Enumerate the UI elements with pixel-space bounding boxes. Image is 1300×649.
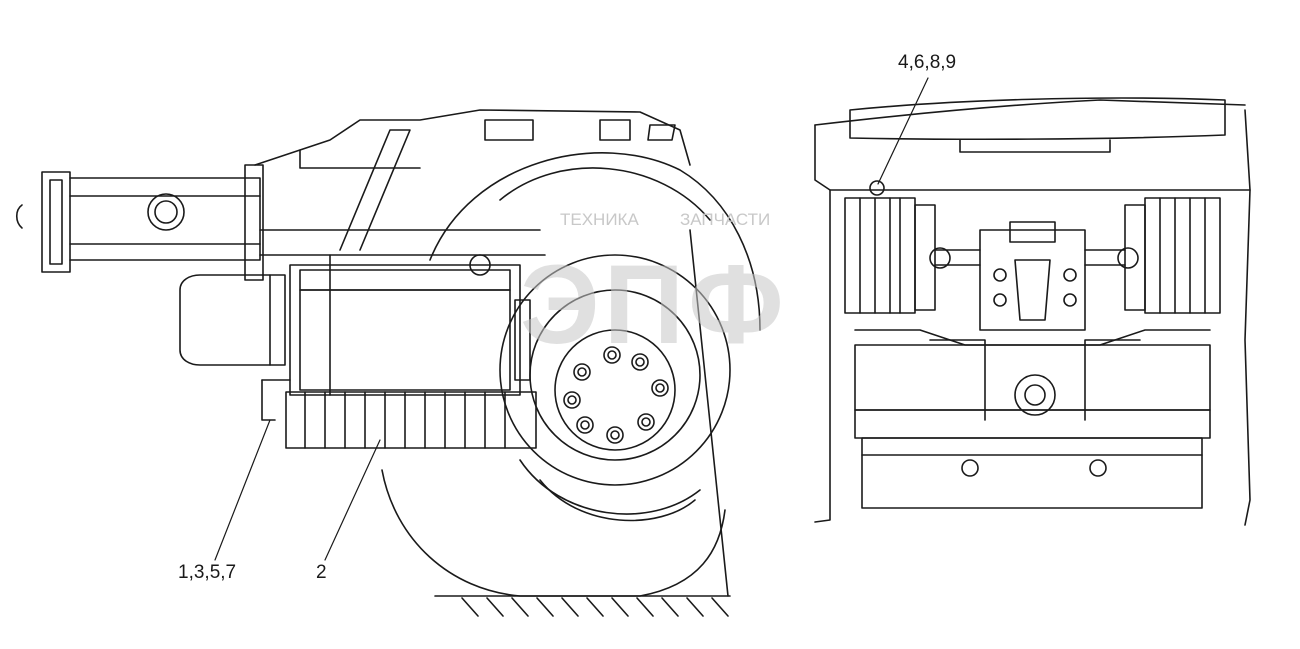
lower-frame: [854, 329, 1211, 509]
callout-label-1-3-5-7: 1,3,5,7: [178, 562, 237, 583]
right-rear-view: [814, 77, 1251, 526]
tow-hitch: [929, 221, 1139, 331]
watermark-top-left: ТЕХНИКА: [560, 210, 639, 229]
left-side-view: [15, 109, 761, 617]
callout-label-2: 2: [316, 562, 327, 583]
watermark-logo: ЭПФ: [520, 242, 788, 367]
watermark-top-right: ЗАПЧАСТИ: [680, 210, 771, 229]
battery-block-left: [844, 180, 936, 314]
cab-body: [254, 109, 691, 256]
frame-rail: [15, 164, 264, 281]
battery-block-right: [1124, 197, 1221, 314]
air-tank: [179, 274, 286, 366]
battery-box: [261, 254, 537, 449]
leader-line-right: [877, 77, 929, 185]
ground-line: [434, 595, 731, 617]
leader-lines: [214, 419, 381, 561]
callout-label-4-6-8-9: 4,6,8,9: [898, 52, 957, 73]
